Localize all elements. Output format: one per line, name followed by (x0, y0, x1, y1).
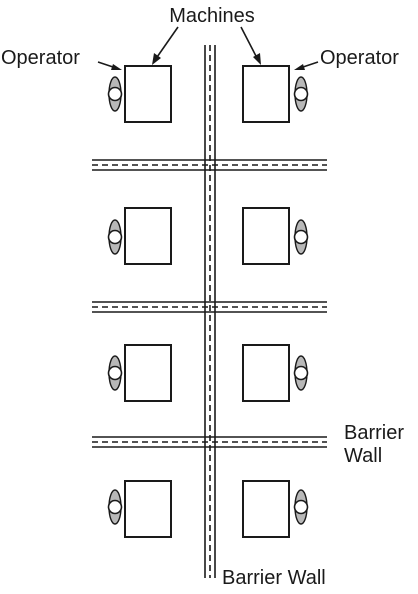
operator-icon (107, 76, 123, 112)
machine-row2-right (242, 207, 290, 265)
machine-row4-right (242, 480, 290, 538)
barrier-wall-label-side-line2: Wall (344, 445, 382, 467)
machine-row3-right (242, 344, 290, 402)
operator-icon (293, 489, 309, 525)
operator-arrow-left (97, 61, 122, 70)
operator-icon (293, 76, 309, 112)
horizontal-barrier-wall-2 (92, 301, 327, 313)
machine-row1-left (124, 65, 172, 123)
operator-arrow-right (294, 61, 319, 70)
operator-label-right: Operator (320, 47, 399, 69)
machine-row2-left (124, 207, 172, 265)
operator-icon (107, 219, 123, 255)
operator-label-left: Operator (1, 47, 80, 69)
machine-row3-left (124, 344, 172, 402)
machines-arrow-left (152, 26, 179, 65)
horizontal-barrier-wall-3 (92, 436, 327, 448)
operator-icon (293, 355, 309, 391)
horizontal-barrier-wall-1 (92, 159, 327, 171)
operator-icon (107, 355, 123, 391)
machines-arrow-right (240, 26, 261, 65)
machine-row1-right (242, 65, 290, 123)
barrier-wall-label-side-line1: Barrier (344, 422, 404, 444)
operator-icon (293, 219, 309, 255)
machines-label: Machines (169, 5, 255, 27)
operator-icon (107, 489, 123, 525)
machine-row4-left (124, 480, 172, 538)
barrier-wall-label-bottom: Barrier Wall (222, 567, 326, 589)
